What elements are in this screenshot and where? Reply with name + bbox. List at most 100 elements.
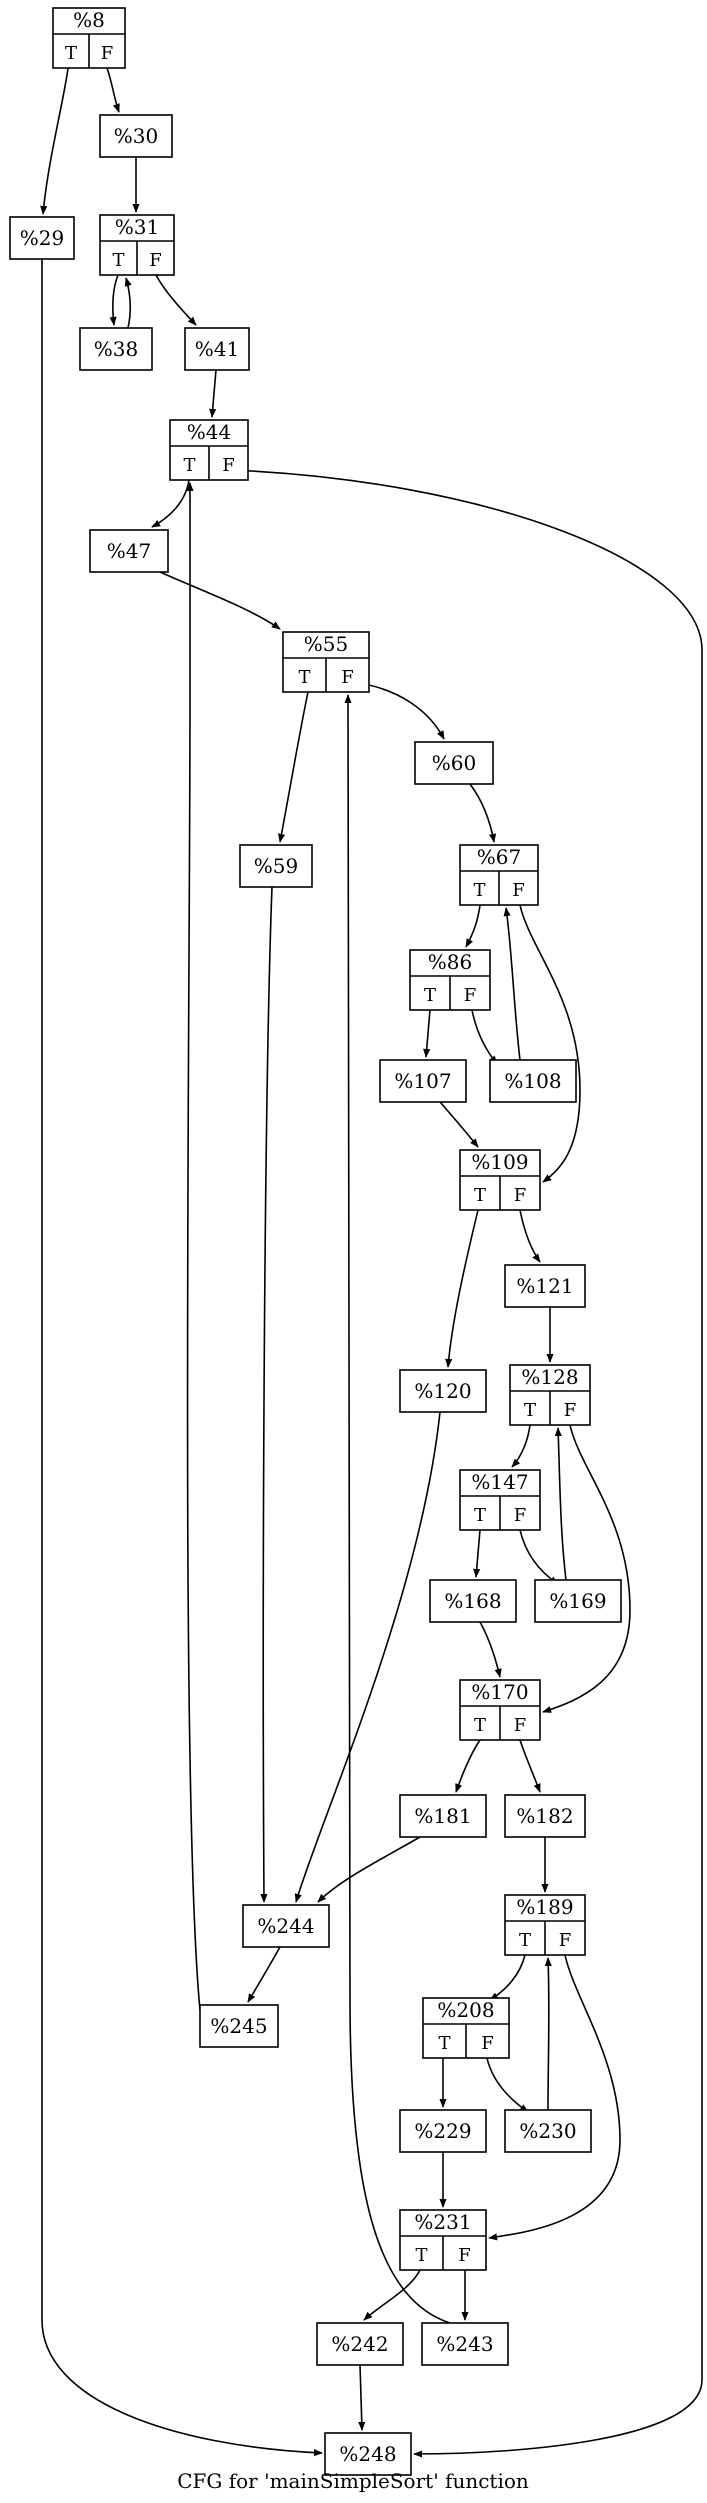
node-label: %181 (414, 1804, 471, 1828)
node-label: %109 (471, 1150, 528, 1174)
node-107: %107 (379, 1059, 467, 1103)
edge-n107-to-n109 (439, 1101, 479, 1148)
node-30: %30 (99, 114, 173, 158)
false-port-label: F (149, 250, 162, 271)
edge-n41-to-n44 (209, 369, 217, 418)
node-label: %170 (471, 1680, 528, 1704)
node-label: %244 (257, 1914, 314, 1938)
node-label: %44 (187, 420, 231, 444)
edge-n147-to-n169-f (519, 1529, 559, 1585)
edge-n44-to-n248-f (229, 469, 703, 2458)
true-port-label: T (474, 1505, 486, 1526)
edge-n29-to-n248 (41, 259, 323, 2457)
node-label: %55 (304, 632, 348, 656)
true-port-label: T (183, 455, 195, 476)
node-55: %55T F (282, 631, 370, 693)
node-182: %182 (504, 1794, 586, 1838)
true-port-label: T (65, 43, 77, 64)
edge-n8-to-n30-f (106, 67, 120, 113)
edge-n67-to-n109-f (519, 904, 581, 1183)
node-label: %31 (115, 215, 159, 239)
node-44: %44T F (169, 419, 249, 481)
node-121: %121 (504, 1264, 586, 1308)
edges-layer (40, 67, 703, 2458)
false-port-label: F (222, 455, 235, 476)
node-60: %60 (414, 741, 494, 785)
edge-n128-to-n147-t (511, 1424, 531, 1468)
edge-n181-to-n244 (317, 1836, 421, 1903)
false-port-label: F (559, 1930, 572, 1951)
false-port-label: F (458, 2245, 471, 2266)
node-label: %29 (20, 226, 64, 250)
edge-n86-to-n107-t (423, 1009, 431, 1058)
node-label: %245 (210, 2014, 267, 2038)
edge-n147-to-n168-t (473, 1529, 481, 1578)
true-port-label: T (298, 667, 310, 688)
node-label: %231 (414, 2210, 471, 2234)
edge-n169-to-n128 (554, 1427, 567, 1581)
node-label: %47 (107, 539, 151, 563)
edge-n44-to-n47-t (151, 479, 190, 528)
node-230: %230 (504, 2109, 592, 2153)
node-label: %107 (394, 1069, 451, 1093)
edge-n242-to-n248 (358, 2364, 366, 2431)
edge-n170-to-n182-f (519, 1739, 541, 1793)
edge-n86-to-n108-f (471, 1009, 498, 1065)
diagram-caption: CFG for 'mainSimpleSort' function (177, 2469, 529, 2493)
node-label: %230 (519, 2119, 576, 2143)
false-port-label: F (512, 880, 525, 901)
node-label: %243 (436, 2332, 493, 2356)
edge-n243-to-n55 (344, 694, 451, 2324)
node-120: %120 (399, 1369, 487, 1413)
node-229: %229 (399, 2109, 487, 2153)
edge-n47-to-n55 (159, 571, 281, 630)
node-108: %108 (489, 1059, 577, 1103)
node-label: %41 (195, 337, 239, 361)
node-label: %169 (549, 1589, 606, 1613)
edge-n128-to-n170-f (542, 1424, 631, 1713)
false-port-label: F (564, 1400, 577, 1421)
edge-n120-to-n244 (294, 1411, 441, 1903)
edge-n60-to-n67 (469, 783, 497, 843)
node-label: %108 (504, 1069, 561, 1093)
true-port-label: T (473, 880, 485, 901)
node-label: %38 (94, 337, 138, 361)
node-244: %244 (242, 1904, 330, 1948)
node-label: %30 (114, 124, 158, 148)
node-38: %38 (79, 327, 153, 371)
node-label: %120 (414, 1379, 471, 1403)
false-port-label: F (341, 667, 354, 688)
edge-n8-to-n29-t (40, 67, 69, 215)
edge-n108-to-n67 (503, 907, 521, 1061)
true-port-label: T (112, 250, 124, 271)
false-port-label: F (514, 1715, 527, 1736)
edge-n170-to-n181-t (455, 1739, 481, 1793)
node-168: %168 (429, 1579, 517, 1623)
node-label: %121 (516, 1274, 573, 1298)
node-29: %29 (9, 216, 75, 260)
true-port-label: T (438, 2033, 450, 2054)
node-245: %245 (199, 2004, 279, 2048)
edge-n109-to-n120-t (445, 1209, 479, 1368)
node-label: %128 (521, 1365, 578, 1389)
edge-n55-to-n59-t (277, 691, 309, 843)
edge-n208-to-n230-f (486, 2057, 529, 2113)
node-label: %189 (516, 1895, 573, 1919)
false-port-label: F (481, 2033, 494, 2054)
node-label: %229 (414, 2119, 471, 2143)
node-59: %59 (239, 844, 313, 888)
node-label: %60 (432, 751, 476, 775)
edge-n189-to-n231-f (488, 1954, 621, 2241)
node-243: %243 (421, 2322, 509, 2366)
false-port-label: F (514, 1185, 527, 1206)
edge-n31-to-n41-f (155, 274, 197, 326)
node-label: %59 (254, 854, 298, 878)
true-port-label: T (415, 2245, 427, 2266)
